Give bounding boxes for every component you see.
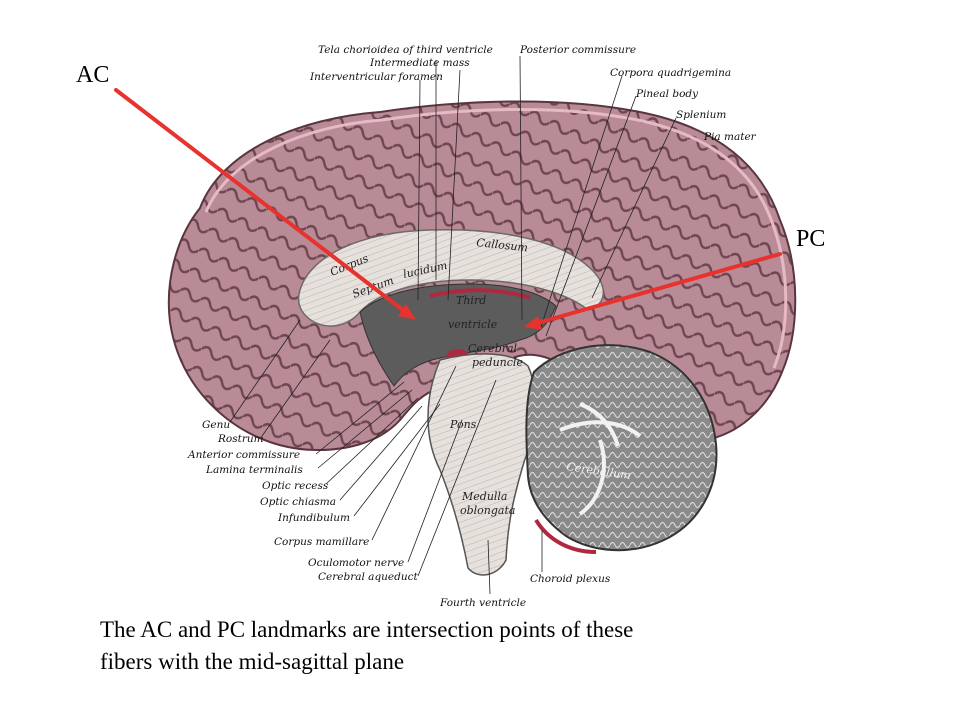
label-fourth-ventricle: Fourth ventricle [439,597,526,609]
label-lamina-terminalis: Lamina terminalis [205,464,303,476]
label-infundibulum: Infundibulum [277,512,350,524]
label-optic-recess: Optic recess [262,480,329,492]
ac-label: AC [76,62,109,88]
label-oculomotor-nerve: Oculomotor nerve [308,557,404,569]
top-labels [417,55,677,337]
label-optic-chiasma: Optic chiasma [260,496,336,508]
caption-line-2: fibers with the mid-sagittal plane [100,649,405,674]
inner-label-pons: Pons [449,418,477,431]
bottom-left-leaders [229,319,497,577]
inner-label-third: Third [456,294,486,307]
label-rostrum: Rostrum [217,433,264,445]
label-tela-chorioidea: Tela chorioidea of third ventricle [318,44,493,56]
label-intermediate-mass: Intermediate mass [369,57,470,69]
brainstem [427,353,536,576]
label-posterior-commissure: Posterior commissure [519,44,636,56]
inner-label-ventricle: ventricle [448,318,498,331]
bottom-right-leaders [487,530,543,595]
label-pia-mater: Pia mater [703,131,757,143]
label-anterior-commissure: Anterior commissure [187,449,300,461]
label-genu: Genu [202,419,230,431]
choroid-plexus-upper [429,288,531,300]
label-cerebral-aqueduct: Cerebral aqueduct [318,571,418,583]
inner-label-oblongata: oblongata [460,504,515,517]
pc-label: PC [796,226,825,252]
arbor-vitae [559,402,642,516]
label-corpus-mamillare: Corpus mamillare [274,536,369,548]
caption: The AC and PC landmarks are intersection… [100,614,900,678]
choroid-plexus-lower [534,518,597,554]
label-pineal-body: Pineal body [635,88,699,100]
label-corpora-quadrigemina: Corpora quadrigemina [610,67,731,79]
label-interventricular-foramen: Interventricular foramen [309,71,443,83]
label-splenium: Splenium [676,109,726,121]
corpus-callosum [297,229,605,327]
inner-label-callosum: Callosum [476,236,529,254]
ac-arrow [114,88,416,320]
label-choroid-plexus: Choroid plexus [530,573,611,585]
pc-arrow [524,252,782,330]
cerebellum [525,344,718,552]
inner-label-medulla: Medulla [461,490,508,503]
inner-label-cerebral: Cerebral [468,342,518,355]
inner-label-peduncle: peduncle [472,356,523,369]
caption-line-1: The AC and PC landmarks are intersection… [100,617,634,642]
